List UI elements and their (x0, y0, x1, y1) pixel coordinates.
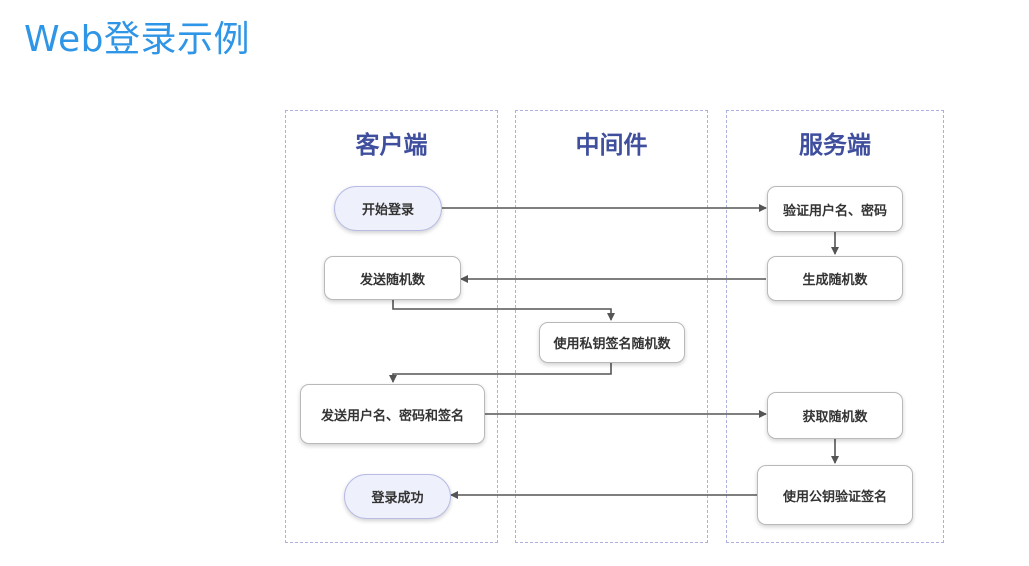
lane-title-client: 客户端 (355, 131, 428, 159)
node-verify-credentials: 验证用户名、密码 (767, 186, 903, 232)
node-start-login: 开始登录 (334, 186, 442, 231)
page-title: Web登录示例 (24, 19, 250, 60)
lane-middleware: 中间件 (515, 110, 708, 543)
node-verify-signature-public-key: 使用公钥验证签名 (757, 465, 913, 525)
arrow-sign-to-send-credentials (389, 362, 612, 383)
node-generate-random: 生成随机数 (767, 256, 903, 301)
node-sign-with-private-key: 使用私钥签名随机数 (539, 322, 685, 363)
lane-client: 客户端 (285, 110, 498, 543)
lane-server: 服务端 (726, 110, 944, 543)
node-send-random: 发送随机数 (324, 256, 461, 300)
node-get-random: 获取随机数 (767, 392, 903, 439)
lane-title-server: 服务端 (799, 131, 871, 159)
arrow-send-random-to-sign (392, 300, 615, 321)
node-send-credentials-signature: 发送用户名、密码和签名 (300, 384, 485, 444)
lane-title-middleware: 中间件 (575, 131, 648, 159)
node-login-success: 登录成功 (344, 474, 451, 519)
